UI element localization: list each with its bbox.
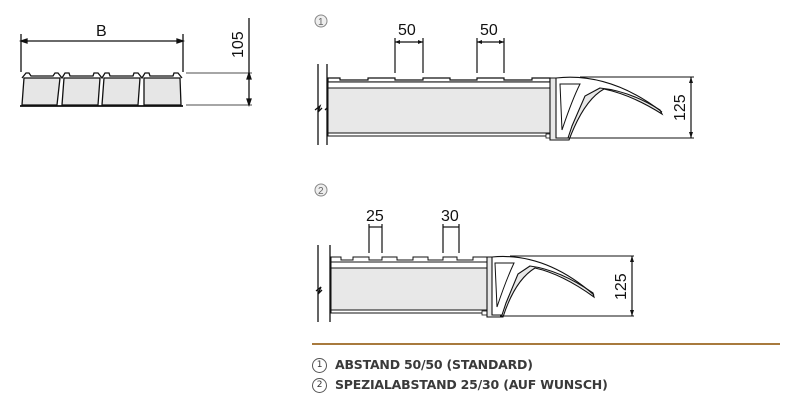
legend-marker-2: 2 (312, 377, 327, 393)
legend-item-2: 2 SPEZIALABSTAND 25/30 (AUF WUNSCH) (312, 375, 608, 395)
legend-text-1: ABSTAND 50/50 (STANDARD) (335, 357, 533, 372)
legend-text-2: SPEZIALABSTAND 25/30 (AUF WUNSCH) (335, 377, 608, 392)
cross-section-height-label: 105 (230, 31, 247, 58)
detail-1-height-label: 125 (672, 94, 689, 121)
detail-2-drawing: 2 (314, 183, 634, 322)
detail-2-height-label: 125 (613, 273, 630, 300)
legend-divider (312, 343, 780, 345)
cross-section (18, 18, 252, 108)
marker-2-icon (314, 183, 328, 197)
detail-2-spacing-a: 25 (366, 208, 384, 225)
marker-1-label: 1 (318, 17, 324, 28)
legend-marker-1: 1 (312, 357, 327, 373)
marker-2-label: 2 (318, 186, 324, 197)
detail-1-spacing-b: 50 (480, 22, 498, 39)
width-label: B (96, 23, 107, 40)
detail-1-spacing-a: 50 (398, 22, 416, 39)
detail-1-drawing: 1 (314, 14, 694, 145)
legend: 1 ABSTAND 50/50 (STANDARD) 2 SPEZIALABST… (312, 355, 608, 395)
detail-2-spacing-b: 30 (441, 208, 459, 225)
marker-1-icon (314, 14, 328, 28)
legend-item-1: 1 ABSTAND 50/50 (STANDARD) (312, 355, 608, 375)
